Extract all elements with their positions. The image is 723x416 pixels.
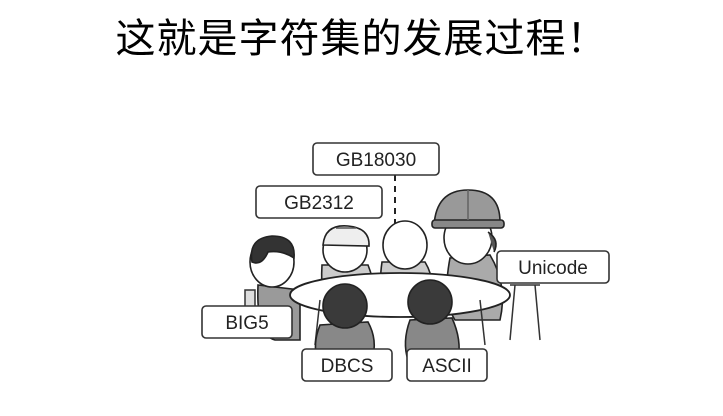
label-gb18030-text: GB18030 (336, 150, 416, 171)
label-gb2312-text: GB2312 (284, 193, 354, 214)
label-gb18030: GB18030 (312, 142, 440, 176)
chair-right (509, 284, 541, 341)
label-ascii: ASCII (406, 348, 488, 382)
label-dbcs-text: DBCS (321, 356, 374, 377)
person-big5 (249, 235, 301, 341)
label-dbcs: DBCS (301, 348, 393, 382)
label-unicode-text: Unicode (518, 258, 588, 279)
page-title: 这就是字符集的发展过程！ (115, 16, 608, 62)
label-unicode: Unicode (496, 250, 610, 284)
label-big5-text: BIG5 (225, 313, 268, 334)
label-ascii-text: ASCII (422, 356, 472, 377)
label-big5: BIG5 (201, 305, 293, 339)
label-gb2312: GB2312 (255, 185, 383, 219)
